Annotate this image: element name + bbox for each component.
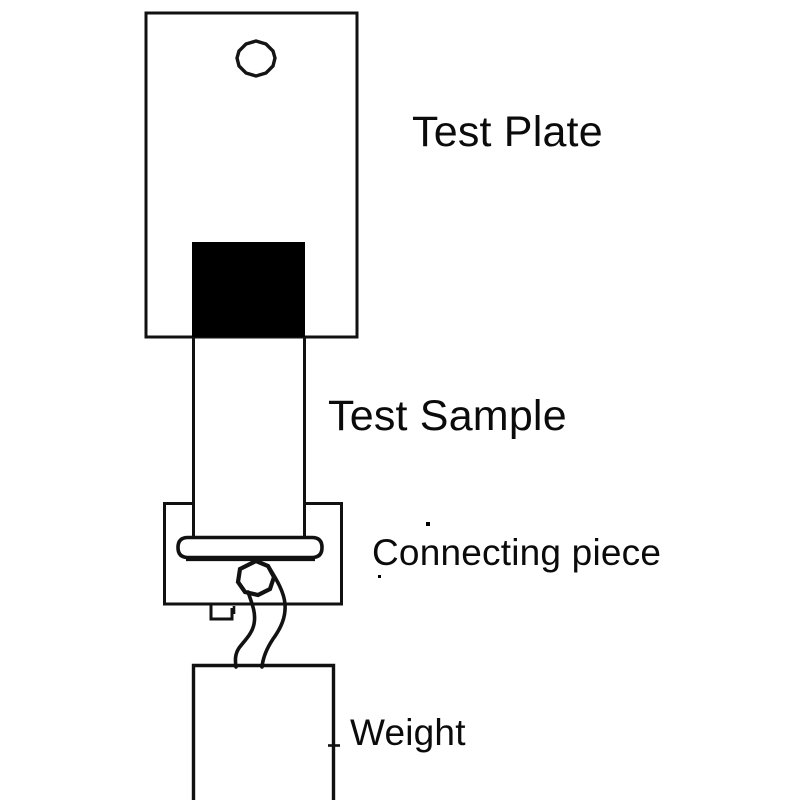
label-test-sample: Test Sample [328, 392, 567, 440]
clamp-bar-shape [176, 535, 324, 560]
label-weight: Weight [350, 712, 466, 753]
label-connecting-piece: Connecting piece [372, 532, 661, 573]
weight-shape [191, 663, 336, 800]
hook-wire-left [233, 590, 257, 669]
mounting-hole-icon [235, 39, 277, 78]
bonded-area-shape [192, 242, 305, 337]
scan-artifact-dot-lower [378, 575, 381, 578]
label-test-plate: Test Plate [412, 108, 603, 156]
scan-artifact-dot-upper [426, 522, 430, 526]
locating-tab-shape [209, 605, 234, 621]
hook-wire-right [260, 564, 287, 669]
